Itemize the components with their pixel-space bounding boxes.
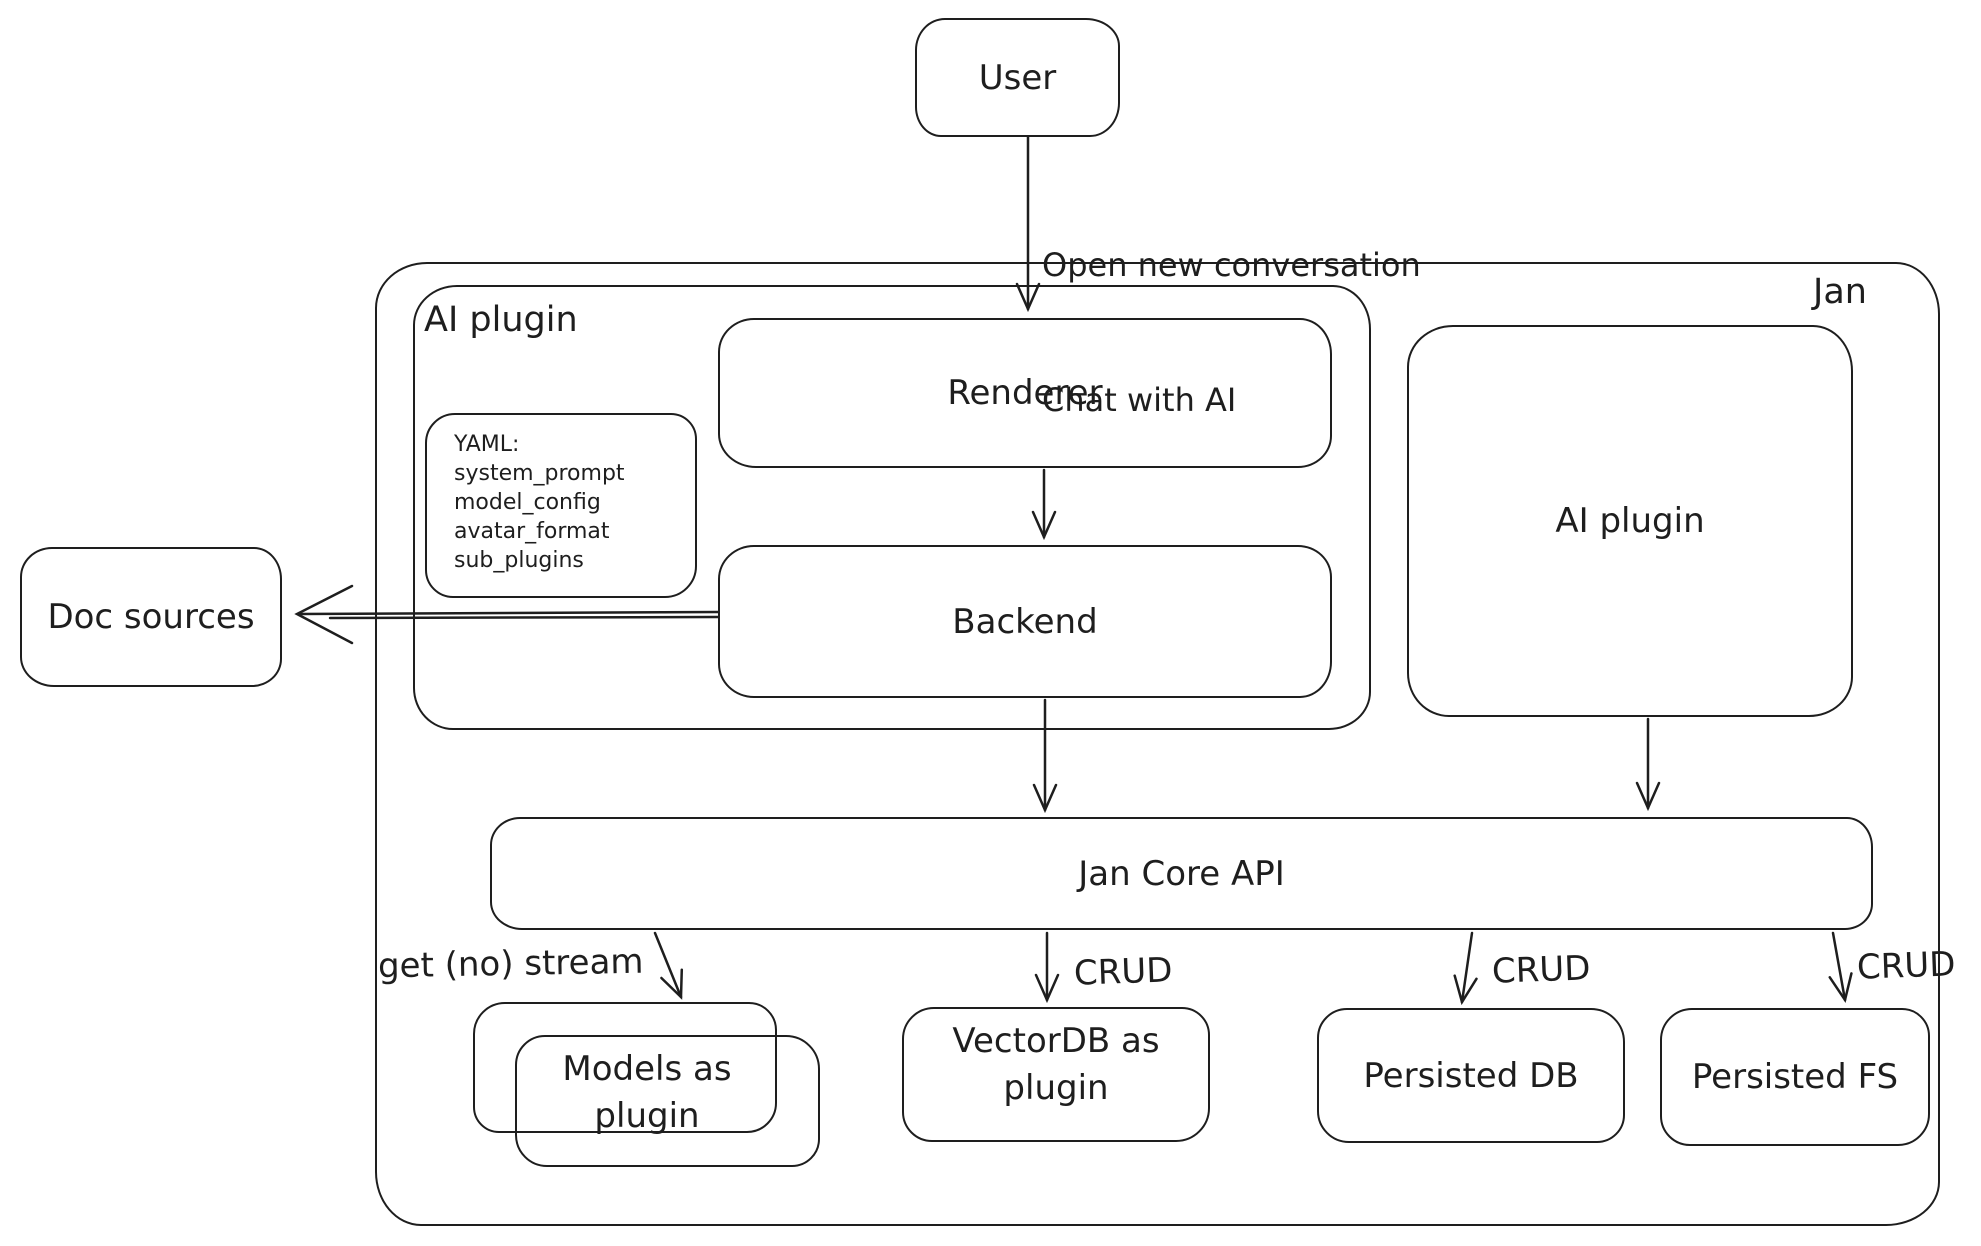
yaml-note-title: YAML: (454, 432, 520, 457)
ai-plugin-right-node-label: AI plugin (1555, 501, 1705, 541)
models-as-plugin-node-back (473, 1002, 777, 1133)
yaml-note-line: sub_plugins (454, 548, 584, 573)
doc-sources-node: Doc sources (20, 547, 282, 687)
edge-label-get-no-stream: get (no) stream (377, 941, 644, 987)
vectordb-as-plugin-node-label: VectorDB as plugin (952, 1021, 1160, 1108)
edge-label-line: Open new conversation (1042, 246, 1421, 284)
jan-container-box (375, 262, 1940, 1226)
models-as-plugin-node-label: Models as plugin (562, 1049, 732, 1136)
arrow-backend-to-doc-sources-head (294, 584, 354, 645)
persisted-db-node-label: Persisted DB (1363, 1055, 1579, 1096)
ai-plugin-container-box (413, 285, 1371, 730)
persisted-fs-node-label: Persisted FS (1691, 1057, 1899, 1097)
jan-core-api-node: Jan Core API (490, 817, 1873, 930)
persisted-fs-node: Persisted FS (1660, 1008, 1930, 1146)
persisted-db-node: Persisted DB (1317, 1008, 1625, 1143)
yaml-note-line: system_prompt (454, 461, 625, 486)
yaml-note-line: avatar_format (454, 519, 610, 544)
renderer-node: Renderer (718, 318, 1332, 468)
ai-plugin-right-node: AI plugin (1407, 325, 1853, 717)
backend-node-label: Backend (952, 601, 1098, 642)
vectordb-as-plugin-node (902, 1007, 1210, 1142)
models-as-plugin-node-front (515, 1035, 820, 1167)
jan-core-api-node-label: Jan Core API (1078, 853, 1285, 894)
user-node-label: User (978, 57, 1057, 98)
edge-label-line: Chat with AI (1042, 381, 1237, 419)
backend-node: Backend (718, 545, 1332, 698)
edge-label-user-to-renderer: Open new conversation Chat with AI (1042, 153, 1421, 513)
doc-sources-node-label: Doc sources (47, 597, 255, 637)
user-node: User (915, 18, 1120, 137)
edge-label-crud-vectordb: CRUD (1073, 950, 1174, 994)
yaml-note: YAML: system_prompt model_config avatar_… (425, 413, 697, 598)
ai-plugin-container-label: AI plugin (424, 300, 578, 340)
edge-label-crud-persisted-fs: CRUD (1856, 944, 1957, 988)
jan-container-label: Jan (1813, 272, 1867, 312)
renderer-node-label: Renderer (947, 373, 1103, 413)
edge-label-crud-persisted-db: CRUD (1491, 948, 1592, 992)
yaml-note-line: model_config (454, 490, 601, 515)
